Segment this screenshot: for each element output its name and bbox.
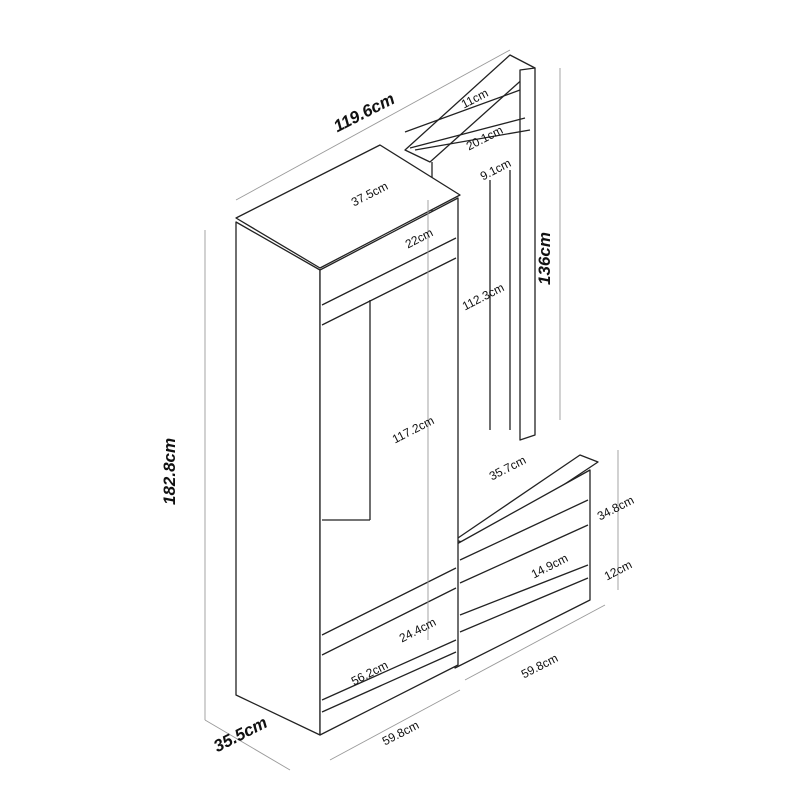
rack-side-panel [519,67,536,441]
total-height-label: 182.8cm [160,437,179,505]
wardrobe-side [235,221,321,736]
bench-unit-height-label: 136cm [535,232,554,285]
wardrobe-top [235,144,461,269]
wardrobe-front [319,197,459,736]
